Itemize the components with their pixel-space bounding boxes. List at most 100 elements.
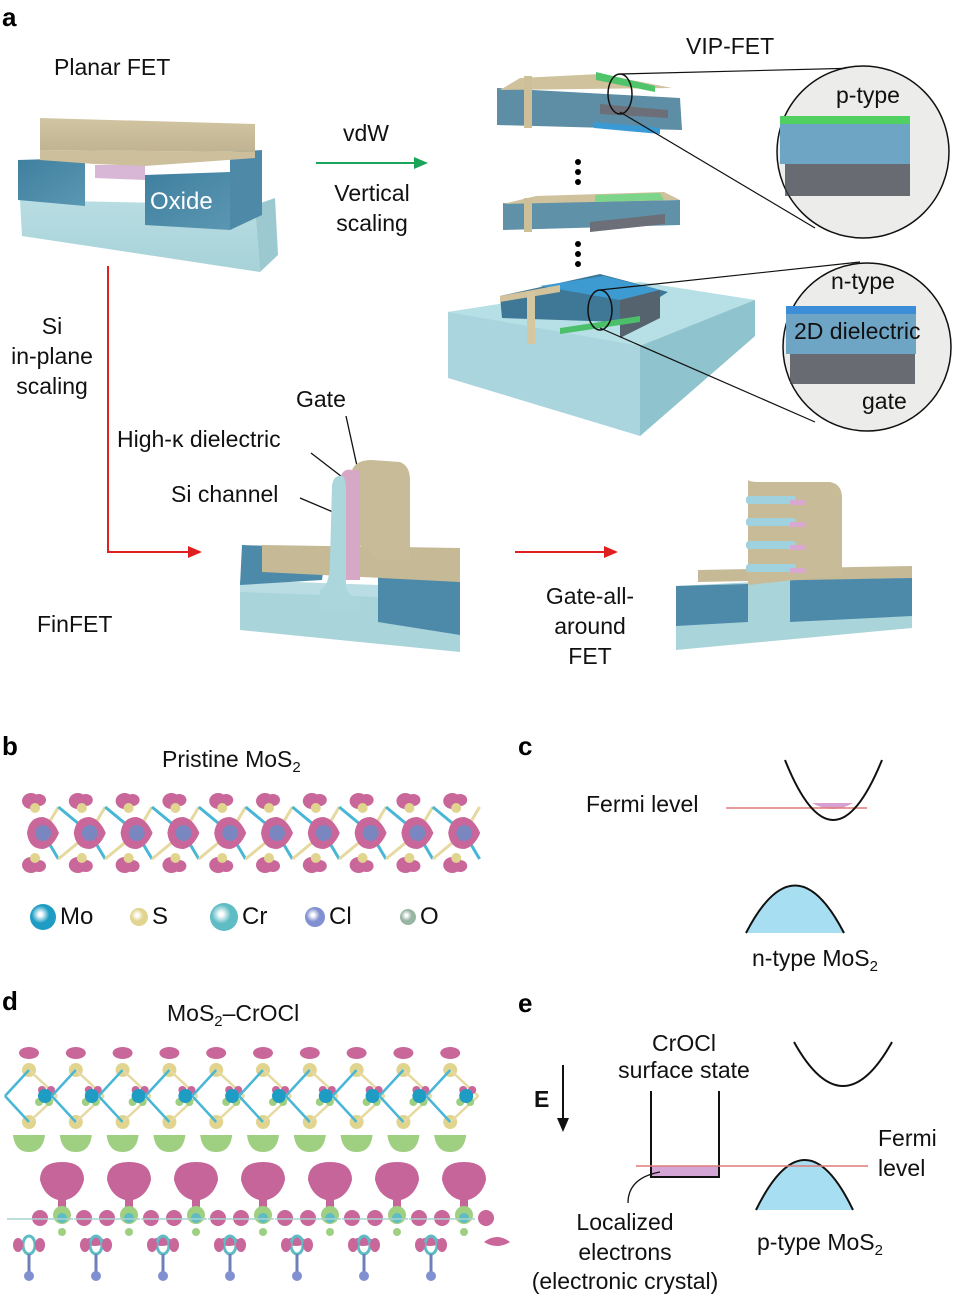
bond — [238, 1069, 264, 1097]
cr-atom — [191, 1213, 201, 1223]
conduction-band-e — [793, 1041, 893, 1087]
bond — [50, 1095, 77, 1123]
ellipsis-dot — [575, 159, 581, 165]
mos2-crocl-title: MoS2–CrOCl — [167, 1000, 299, 1029]
green-lobe — [59, 1135, 92, 1152]
charge-lobe — [219, 860, 234, 872]
charge-lobe — [453, 794, 468, 806]
ntype-inset-label: n-type — [831, 268, 895, 294]
bond — [4, 1095, 30, 1123]
ptype-inset-label: p-type — [836, 82, 900, 108]
channel-leader-line — [299, 497, 334, 513]
gate-label: Gate — [296, 386, 346, 412]
charge-lobe — [32, 860, 46, 872]
charge-lobe — [125, 860, 140, 872]
mo-atom — [222, 825, 239, 841]
green-lobe — [293, 1135, 326, 1152]
charge-lobe — [440, 1047, 461, 1059]
cl-atom — [24, 1271, 34, 1281]
si-label-3: scaling — [16, 373, 88, 399]
gaa-arrowhead-icon — [604, 546, 618, 558]
bond — [284, 1069, 311, 1097]
valence-band-c — [745, 884, 845, 934]
ellipsis-dot — [575, 169, 581, 175]
ellipsis-dot — [575, 179, 581, 185]
vdw-arrowhead-icon — [414, 157, 428, 169]
charge-lobe — [300, 1210, 316, 1226]
bond — [144, 1069, 171, 1097]
charge-lobe — [344, 1210, 360, 1226]
charge-lobe — [437, 1238, 447, 1252]
mo-atom — [362, 825, 379, 841]
label-subscript: 2 — [874, 1242, 883, 1260]
bond — [97, 1095, 124, 1123]
charge-lobe — [80, 1238, 90, 1252]
charge-lobe — [277, 1210, 293, 1226]
vertical-scaling-label-2: scaling — [336, 210, 408, 236]
charge-lobe — [32, 794, 46, 806]
conduction-band-c — [784, 759, 883, 821]
pristine-mos2-title: Pristine MoS2 — [162, 746, 301, 775]
dielectric-leader-line — [310, 452, 347, 481]
cr-atom — [325, 1213, 335, 1223]
planar-fet-title: Planar FET — [54, 54, 171, 80]
mo-atom — [35, 825, 51, 841]
charge-lobe — [166, 1210, 182, 1226]
charge-lobe — [159, 1047, 180, 1059]
large-charge-lobe — [375, 1162, 419, 1210]
electric-field-label: E — [534, 1086, 550, 1112]
nanosheet — [746, 496, 796, 504]
charge-lobe — [169, 1238, 179, 1252]
green-lobe — [340, 1135, 373, 1152]
charge-lobe — [359, 860, 374, 872]
charge-lobe — [65, 1047, 86, 1059]
mo-atom — [128, 825, 145, 841]
charge-lobe — [78, 794, 93, 806]
charge-lobe — [266, 794, 280, 806]
s-atom — [357, 803, 368, 813]
bond — [378, 1095, 405, 1123]
bond — [238, 1095, 264, 1123]
bond — [331, 1069, 358, 1097]
vertical-scaling-label-1: Vertical — [334, 180, 410, 206]
cr-atom — [459, 1213, 469, 1223]
bond — [97, 1069, 124, 1097]
localized-leader-line — [627, 1171, 661, 1204]
s-atom — [217, 853, 228, 863]
mo-atom — [81, 825, 98, 841]
vip-layer-mid — [503, 192, 680, 232]
bond — [425, 1069, 452, 1097]
large-charge-lobe — [174, 1162, 218, 1210]
charge-lobe — [206, 1047, 227, 1059]
large-charge-lobe — [308, 1162, 352, 1210]
si-channel-label: Si channel — [171, 481, 279, 507]
ellipsis-dot — [575, 261, 581, 267]
mo-atom — [412, 1089, 427, 1103]
s-atom — [30, 853, 40, 863]
gate-inset-label: gate — [862, 388, 907, 414]
localized-label-2: electrons — [578, 1239, 672, 1265]
charge-lobe — [348, 1238, 358, 1252]
charge-lobe — [233, 1210, 249, 1226]
vdw-label: vdW — [343, 120, 389, 146]
large-charge-lobe — [107, 1162, 151, 1210]
title-subscript: 2 — [214, 1013, 223, 1031]
finfet-title: FinFET — [37, 611, 113, 637]
planar-oxide-left — [18, 158, 85, 206]
charge-lobe — [32, 1210, 48, 1226]
legend-label: Cl — [329, 903, 352, 930]
fermi-level-label-c: Fermi level — [586, 791, 699, 817]
s-atom — [310, 803, 321, 813]
charge-lobe — [460, 1228, 468, 1236]
cr-atom — [57, 1213, 67, 1223]
charge-lobe — [219, 794, 234, 806]
s-atom — [404, 853, 415, 863]
charge-lobe — [143, 1210, 159, 1226]
